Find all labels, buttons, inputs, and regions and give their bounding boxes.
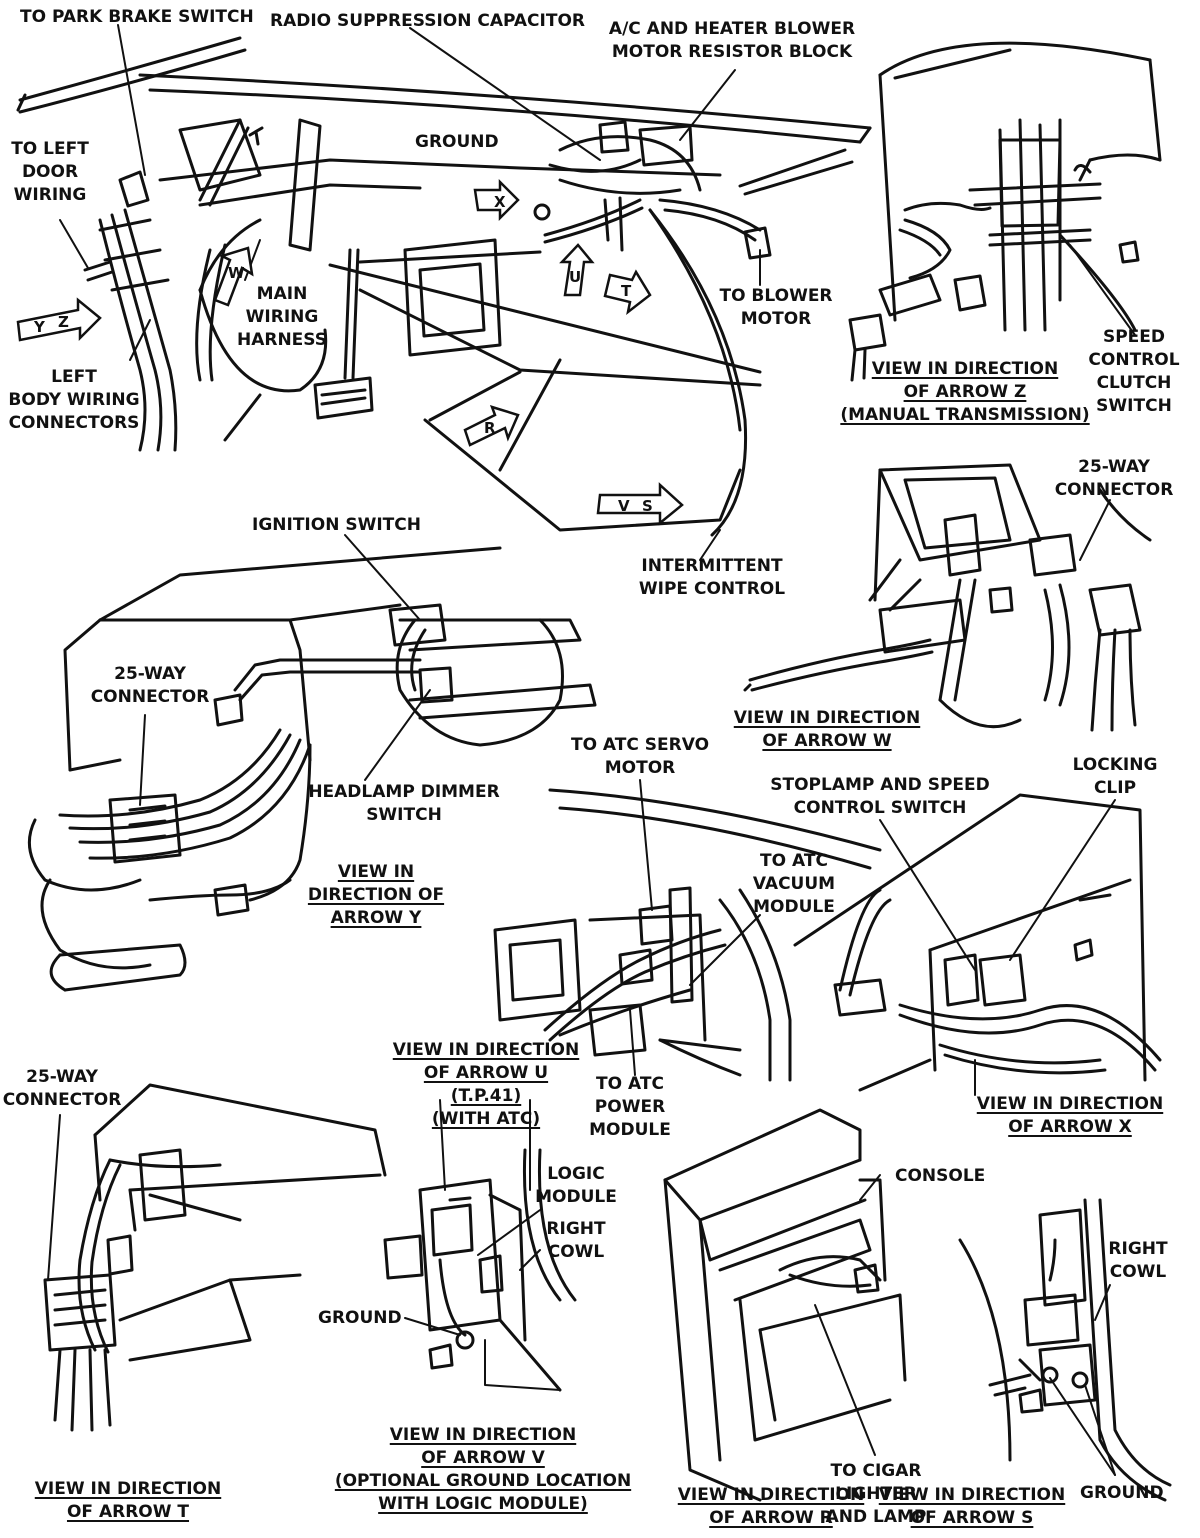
radio-capacitor-label: RADIO SUPPRESSION CAPACITOR — [270, 11, 585, 31]
arrow-t-icon: T — [603, 269, 652, 316]
ground-top-label: GROUND — [415, 132, 499, 152]
view-y-art — [27, 546, 597, 992]
leader-lines — [47, 24, 1136, 1476]
callout-lines — [439, 1099, 561, 1391]
view-w-art — [743, 463, 1152, 732]
arrow-u-tag: U — [569, 268, 581, 286]
park-brake-switch-label: TO PARK BRAKE SWITCH — [20, 7, 254, 27]
view-u-art — [493, 788, 882, 1082]
arrow-t-tag: T — [621, 282, 632, 300]
console-label: CONSOLE — [895, 1166, 986, 1186]
view-s-art — [958, 1198, 1172, 1502]
arrow-u-icon: U — [559, 243, 595, 297]
arrow-x-tag: X — [494, 193, 506, 211]
arrow-y-icon: Y Z — [16, 297, 102, 342]
arrow-vs-icon: V S — [596, 482, 684, 526]
arrow-r-icon: R — [463, 405, 520, 447]
main-dash-view — [16, 36, 872, 537]
view-t-art — [43, 1083, 387, 1432]
view-v-art — [383, 1148, 577, 1392]
arrow-r-tag: R — [484, 419, 496, 437]
ground-s-label: GROUND — [1080, 1483, 1164, 1503]
arrow-y-tag: Y — [33, 318, 46, 336]
arrow-w-icon: W — [213, 246, 254, 307]
ground-v-label: GROUND — [318, 1308, 402, 1328]
direction-arrows: Y Z W X U T R V S — [16, 178, 684, 526]
view-x-art — [793, 793, 1162, 1092]
arrow-z-tag: Z — [58, 313, 69, 331]
view-r-art — [663, 1108, 907, 1502]
ignition-switch-label: IGNITION SWITCH — [252, 515, 421, 535]
arrow-w-tag: W — [228, 264, 245, 282]
arrow-x-icon: X — [473, 178, 520, 222]
arrow-s-tag: S — [642, 497, 653, 515]
arrow-v-tag: V — [618, 497, 630, 515]
